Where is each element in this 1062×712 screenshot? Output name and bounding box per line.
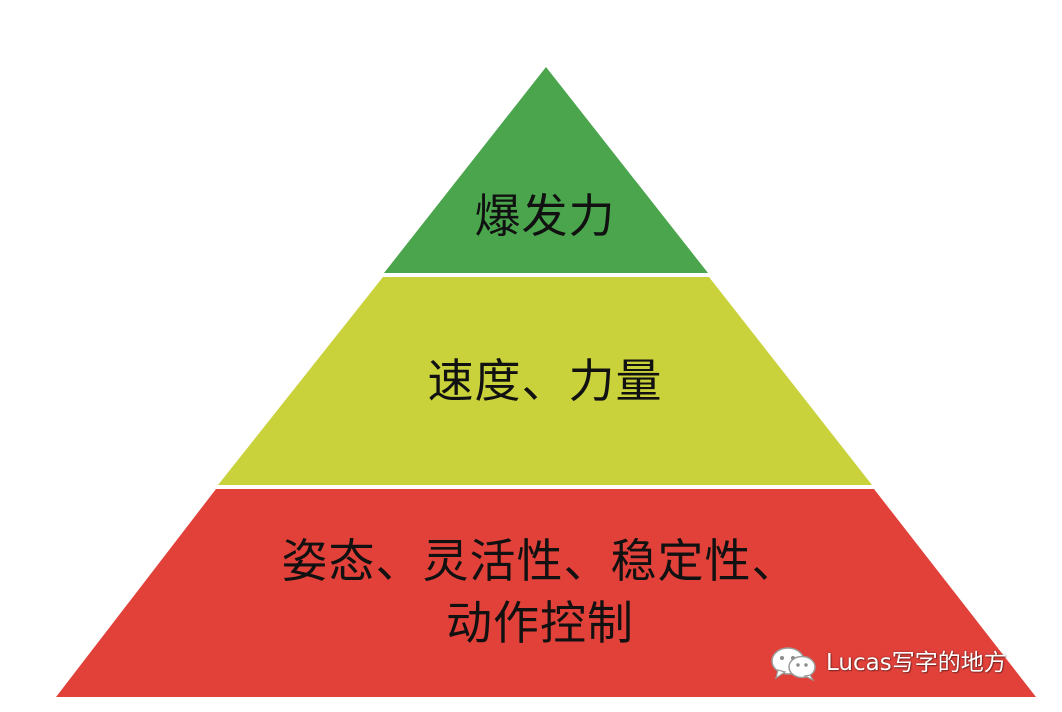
wechat-icon	[768, 645, 822, 682]
tier-top-label-line-1: 爆发力	[474, 189, 616, 243]
tier-bottom-shape	[56, 489, 1036, 697]
watermark: Lucas写字的地方	[768, 645, 1007, 682]
tier-middle-shape	[218, 277, 872, 485]
watermark-text: Lucas写字的地方	[826, 650, 1007, 676]
tier-top-label: 爆发力	[390, 188, 700, 244]
tier-middle-label: 速度、力量	[330, 353, 760, 409]
tier-top-shape	[384, 67, 708, 273]
tier-bottom-label: 姿态、灵活性、稳定性、 动作控制	[200, 530, 880, 654]
tier-bottom-label-line-2: 动作控制	[446, 596, 634, 650]
tier-bottom-label-line-1: 姿态、灵活性、稳定性、	[281, 534, 799, 588]
tier-middle-label-line-1: 速度、力量	[427, 354, 663, 408]
